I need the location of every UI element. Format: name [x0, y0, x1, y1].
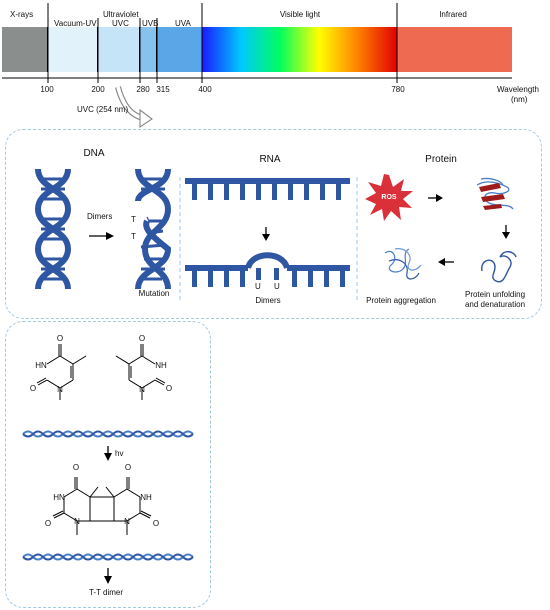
tt-dimer-structure — [52, 477, 152, 535]
spectrum-bar — [2, 27, 512, 72]
right-n: N — [139, 385, 145, 394]
unfolded-protein-icon — [481, 251, 517, 283]
protein-down-arrow-icon — [502, 225, 510, 239]
aggregated-protein-icon — [384, 248, 422, 280]
uvc-label: UVC — [112, 19, 129, 28]
left-o-bottom: O — [29, 384, 37, 393]
protein-denaturation-label: and denaturation — [464, 300, 526, 309]
curved-arrow-icon — [115, 86, 153, 129]
right-o-top: O — [138, 334, 146, 343]
ultraviolet-label: Ultraviolet — [103, 10, 139, 19]
uva-label: UVA — [175, 19, 191, 28]
rna-strand-icon — [185, 178, 350, 200]
left-nh: HN — [35, 361, 47, 370]
damaged-rna-icon — [185, 252, 350, 287]
protein-aggregation-label: Protein aggregation — [366, 296, 436, 305]
visible-band — [202, 27, 397, 72]
tt-dimer-label: T-T dimer — [88, 588, 124, 597]
damage-panel — [5, 129, 542, 319]
dimer-o-left-bottom: O — [44, 519, 52, 528]
folded-protein-icon — [476, 177, 514, 210]
dimer-n-left: N — [74, 517, 80, 526]
dna-helix-icon — [34, 168, 72, 290]
rna-down-arrow-icon — [262, 227, 270, 241]
ros-burst-icon — [365, 174, 413, 221]
dimer-result-arrow-icon — [104, 568, 112, 584]
chemistry-panel — [5, 321, 211, 608]
tick-315: 315 — [156, 85, 170, 94]
hv-arrow-icon — [104, 446, 112, 461]
left-n: N — [57, 385, 63, 394]
dimer-o-right-top: O — [124, 463, 132, 472]
u-base-1: U — [255, 282, 261, 291]
rna-title: RNA — [259, 154, 281, 165]
mutation-label: Mutation — [138, 289, 170, 298]
vacuum-uv-band — [48, 27, 98, 72]
mutated-dna-icon — [135, 168, 172, 290]
uvc-254-label: UVC (254 nm) — [77, 105, 129, 114]
left-o-top: O — [56, 334, 64, 343]
u-base-2: U — [274, 282, 280, 291]
rna-dimers-label: Dimers — [255, 296, 281, 305]
wavelength-unit: (nm) — [511, 95, 528, 104]
vacuum-uv-label: Vacuum-UV — [54, 19, 97, 28]
visible-label: Visible light — [279, 10, 321, 19]
tick-280: 280 — [136, 85, 150, 94]
dna-strand-bottom — [22, 553, 194, 561]
tick-100: 100 — [40, 85, 54, 94]
tick-400: 400 — [198, 85, 212, 94]
tick-200: 200 — [91, 85, 105, 94]
infrared-band — [397, 27, 512, 72]
dimer-o-right-bottom: O — [152, 519, 160, 528]
dna-strand-top — [22, 430, 194, 438]
dna-arrow-icon — [89, 232, 114, 240]
t-base-1: T — [131, 215, 136, 224]
t-base-2: T — [131, 232, 136, 241]
dimer-nh-right: NH — [140, 493, 152, 502]
infrared-label: Infrared — [439, 10, 467, 19]
ros-label: ROS — [381, 194, 397, 201]
hv-label: hv — [115, 449, 124, 458]
protein-title: Protein — [425, 154, 457, 165]
right-nh: NH — [155, 361, 167, 370]
dna-dimers-label: Dimers — [87, 212, 113, 221]
xrays-label: X-rays — [10, 10, 34, 19]
uva-band — [157, 27, 202, 72]
dimer-o-left-top: O — [72, 463, 80, 472]
protein-unfolding-label: Protein unfolding — [464, 290, 526, 299]
protein-right-arrow-icon — [428, 194, 443, 202]
protein-left-arrow-icon — [438, 258, 454, 266]
spectrum-axis — [2, 3, 512, 83]
thymine-monomers — [36, 344, 166, 400]
uvb-label: UVB — [142, 19, 159, 28]
right-o-bottom: O — [165, 384, 173, 393]
wavelength-label: Wavelength — [497, 85, 539, 94]
dna-title: DNA — [83, 148, 105, 159]
tick-780: 780 — [391, 85, 405, 94]
dimer-nh-left: HN — [53, 493, 65, 502]
dimer-n-right: N — [124, 517, 130, 526]
